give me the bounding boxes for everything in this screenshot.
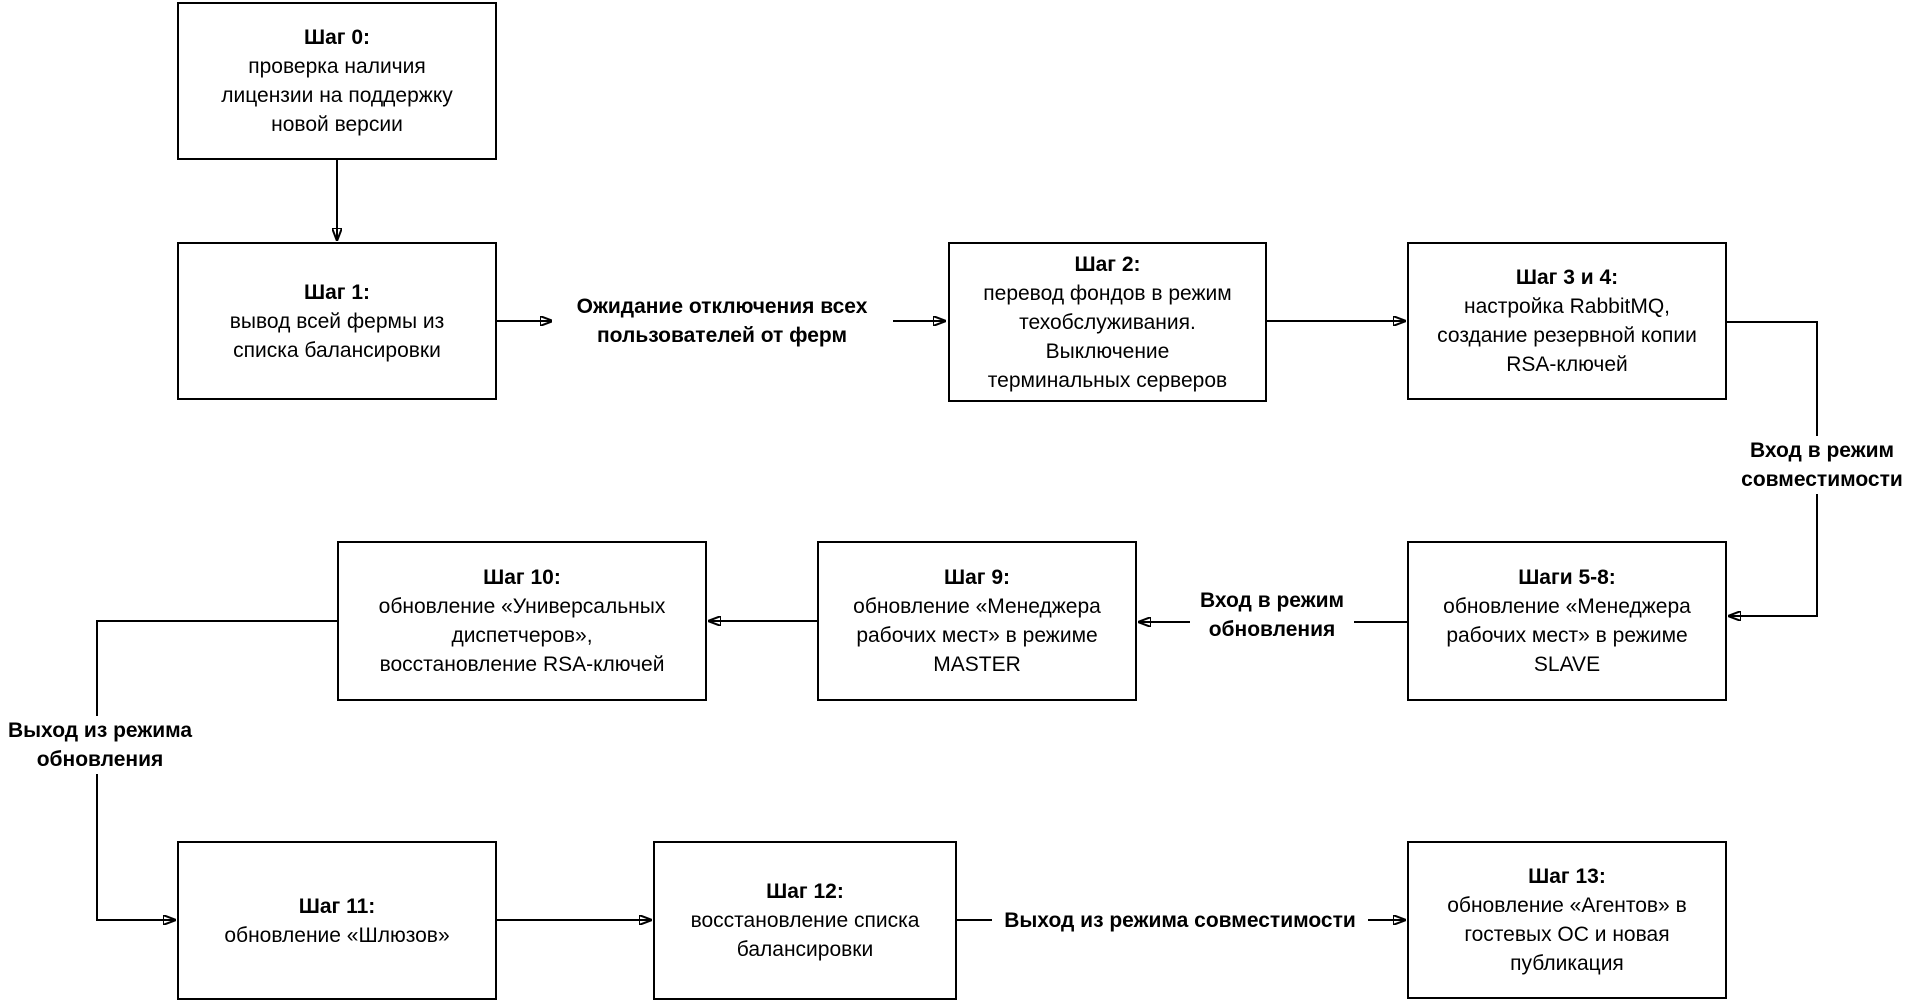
node-step-3-4: Шаг 3 и 4: настройка RabbitMQ, создание … <box>1407 242 1727 400</box>
node-step-12-body: восстановление списка балансировки <box>690 909 920 961</box>
node-step-10-title: Шаг 10: <box>483 566 561 589</box>
node-step-1-body: вывод всей фермы из списка балансировки <box>229 309 445 362</box>
node-step-0-title: Шаг 0: <box>303 26 371 49</box>
node-step-13: Шаг 13: обновление «Агентов» в гостевых … <box>1407 841 1727 999</box>
edge-label-wait-users: Ожидание отключения всех пользователей о… <box>552 292 892 350</box>
node-step-2-body: перевод фондов в режим техобслуживания. … <box>983 281 1232 392</box>
node-step-9-body: обновление «Менеджера рабочих мест» в ре… <box>853 595 1101 676</box>
node-steps-5-8-body: обновление «Менеджера рабочих мест» в ре… <box>1443 595 1691 676</box>
node-step-12: Шаг 12: восстановление списка балансиров… <box>653 841 957 1000</box>
node-steps-5-8-title: Шаги 5-8: <box>1518 566 1616 589</box>
node-step-1-title: Шаг 1: <box>303 280 371 304</box>
node-step-11-title: Шаг 11: <box>298 894 376 918</box>
node-step-9: Шаг 9: обновление «Менеджера рабочих мес… <box>817 541 1137 701</box>
node-step-0-body: проверка наличия лицензии на поддержку н… <box>221 55 453 136</box>
edge-label-exit-compat: Выход из режима совместимости <box>992 906 1368 935</box>
node-step-11: Шаг 11: обновление «Шлюзов» <box>177 841 497 1000</box>
node-step-2-title: Шаг 2: <box>1074 252 1141 276</box>
edge-label-exit-update: Выход из режима обновления <box>0 716 200 774</box>
node-step-12-title: Шаг 12: <box>766 880 844 903</box>
edge-label-enter-update: Вход в режим обновления <box>1190 586 1354 644</box>
node-step-10-body: обновление «Универсальных диспетчеров», … <box>378 595 666 676</box>
node-step-10: Шаг 10: обновление «Универсальных диспет… <box>337 541 707 701</box>
node-step-3-4-body: настройка RabbitMQ, создание резервной к… <box>1437 295 1697 376</box>
node-step-13-body: обновление «Агентов» в гостевых ОС и нов… <box>1447 894 1687 975</box>
node-step-0: Шаг 0: проверка наличия лицензии на подд… <box>177 2 497 160</box>
node-step-1: Шаг 1: вывод всей фермы из списка баланс… <box>177 242 497 400</box>
node-step-13-title: Шаг 13: <box>1528 865 1606 888</box>
node-step-9-title: Шаг 9: <box>943 566 1011 589</box>
node-steps-5-8: Шаги 5-8: обновление «Менеджера рабочих … <box>1407 541 1727 701</box>
node-step-2: Шаг 2: перевод фондов в режим техобслужи… <box>948 242 1267 402</box>
edge-label-enter-compat: Вход в режим совместимости <box>1736 436 1908 494</box>
node-step-3-4-title: Шаг 3 и 4: <box>1515 266 1619 289</box>
node-step-11-body: обновление «Шлюзов» <box>224 923 450 947</box>
